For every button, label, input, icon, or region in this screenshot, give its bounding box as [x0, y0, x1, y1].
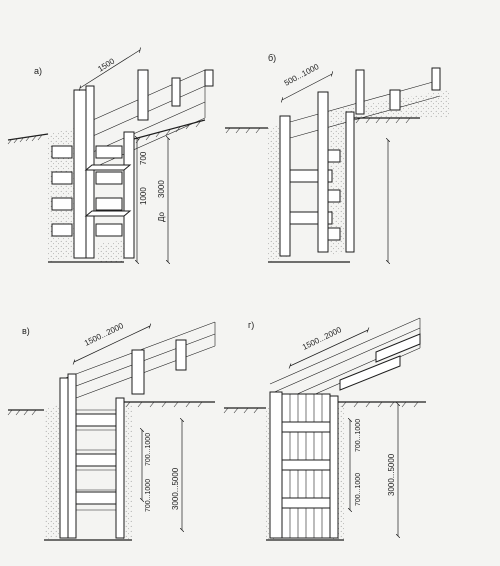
panel-g: г) 1500...2000 700...1000 700...1000 [223, 317, 426, 541]
dim-v-width: 1500...2000 [83, 321, 125, 348]
panel-b: б) 500...1000 [225, 53, 450, 262]
panel-v-wall [59, 377, 121, 539]
dim-a-depth: 3000 [157, 180, 166, 198]
panel-v-label: в) [22, 326, 30, 336]
dim-g-step: 700...1000 [355, 473, 362, 506]
dim-g-step-top: 700...1000 [355, 419, 362, 452]
dim-v-step-top: 700...1000 [145, 433, 152, 466]
dim-g-width: 1500...2000 [301, 325, 343, 352]
dim-v-step: 700...1000 [145, 479, 152, 512]
panel-a-label: а) [34, 66, 42, 76]
panel-v: в) 1500...2000 700...1000 700...1000 [7, 321, 216, 541]
panel-a: а) [7, 50, 214, 262]
dim-b-width: 500...1000 [283, 62, 321, 88]
dim-a-depth-prefix: До [157, 211, 166, 222]
panel-a-planks [51, 145, 123, 237]
panel-g-label: г) [248, 320, 254, 330]
panel-b-label: б) [268, 53, 276, 63]
dim-v-depth: 3000...5000 [171, 467, 180, 510]
dim-a-step: 1000 [139, 187, 148, 205]
panel-g-wall [269, 391, 331, 539]
dim-a-step-top: 700 [139, 151, 148, 165]
dim-g-depth: 3000...5000 [387, 453, 396, 496]
